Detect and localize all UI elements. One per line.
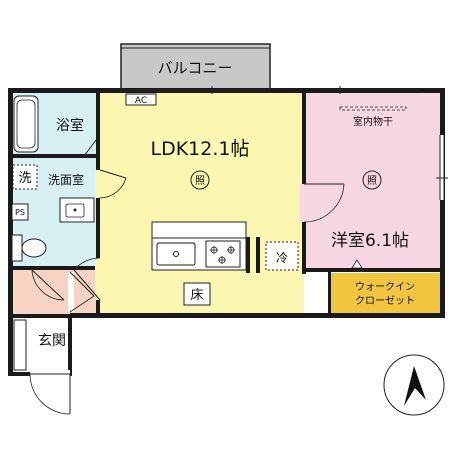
balcony-label: バルコニー — [158, 59, 233, 77]
toilet-door — [73, 257, 102, 301]
ldk-light-icon — [190, 170, 210, 190]
indoor-drying-rail — [339, 106, 407, 111]
sink-icon — [156, 242, 196, 266]
ps-label: PS — [15, 208, 25, 217]
bathtub-icon — [13, 95, 39, 153]
bedroom-area — [304, 92, 440, 269]
bedroom-window — [436, 135, 448, 200]
walk-in-closet-area — [330, 273, 440, 313]
ldk-label: LDK12.1帖 — [151, 138, 250, 160]
balcony-outline — [120, 43, 271, 92]
toilet-icon — [11, 234, 47, 262]
washer-label: 洗 — [18, 171, 31, 186]
hall-area — [12, 270, 96, 314]
shoe-cabinet — [13, 319, 27, 371]
walk-in-closet-label-line1: ウォークイン — [355, 281, 415, 293]
front-door — [29, 370, 71, 415]
entrance-side-door — [68, 271, 95, 313]
fridge-label: 冷 — [276, 251, 288, 265]
bedroom-light-icon — [362, 170, 382, 190]
balcony-area — [121, 44, 270, 91]
kitchen-counter — [151, 221, 247, 271]
hall-door — [31, 269, 65, 301]
north-arrow-icon — [383, 354, 445, 416]
bedroom-light-label: 照 — [367, 175, 377, 187]
bedroom-door — [300, 183, 345, 223]
walk-in-closet-label-line2: クローゼット — [355, 295, 415, 307]
fridge-space — [265, 241, 299, 271]
floor-heating-label: 床 — [190, 288, 203, 303]
floor-heating-icon — [183, 282, 211, 306]
bath-door — [83, 139, 97, 157]
indoor-drying-label: 室内物干 — [353, 115, 393, 128]
entrance-label: 玄関 — [38, 332, 66, 349]
ac-unit — [125, 93, 157, 106]
vanity-sink-icon — [59, 197, 95, 223]
ps-shaft — [11, 203, 29, 221]
bath-label: 浴室 — [56, 117, 84, 134]
ac-label: AC — [135, 96, 147, 106]
balcony-window — [132, 86, 420, 94]
ldk-light-label: 照 — [195, 175, 205, 187]
washroom-label: 洗面室 — [48, 172, 84, 187]
bedroom-label: 洋室6.1帖 — [331, 231, 409, 251]
closet-door-marker — [351, 259, 363, 269]
burner-icon — [210, 246, 235, 264]
washer-space — [12, 164, 38, 190]
ldk-area — [100, 92, 304, 313]
washroom-door — [95, 169, 127, 199]
